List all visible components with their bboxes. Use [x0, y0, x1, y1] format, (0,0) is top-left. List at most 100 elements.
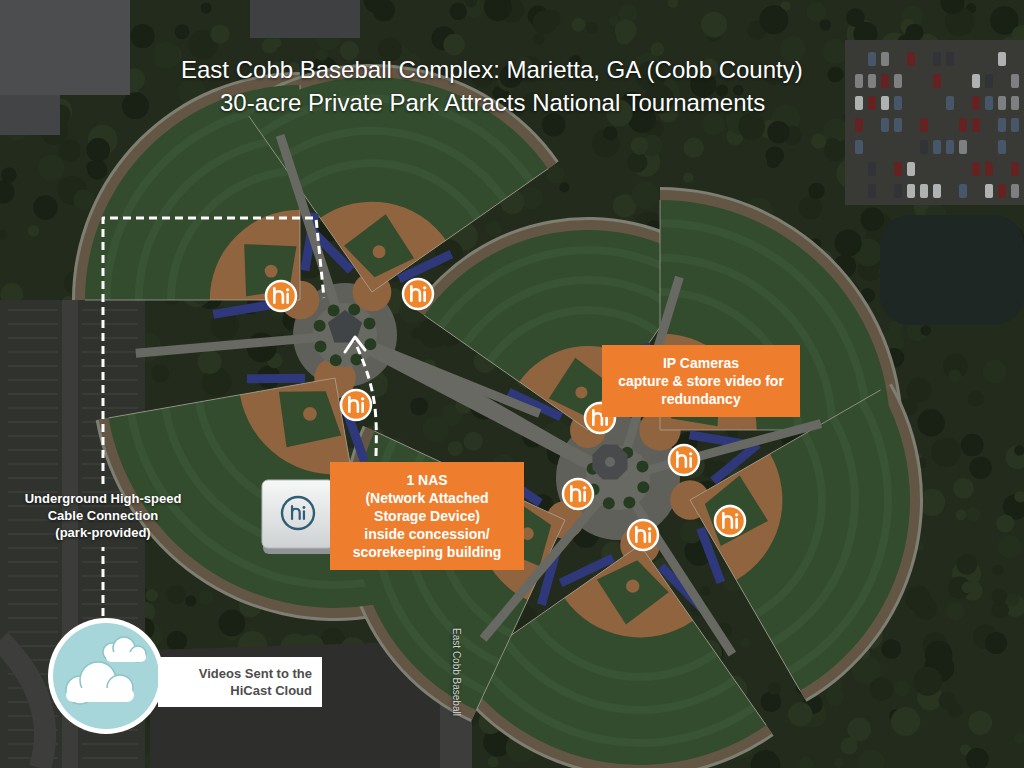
word: Tournaments — [626, 89, 765, 116]
word: (Cobb — [647, 56, 712, 83]
word: Underground — [25, 491, 107, 506]
word: (Network — [365, 490, 425, 506]
logo-h — [349, 397, 358, 411]
word: Attracts — [444, 89, 525, 116]
logo-i — [303, 511, 305, 519]
logo-i — [735, 519, 738, 528]
map-subtitle: 30-acre Private Park Attracts National T… — [220, 88, 765, 117]
word: NAS — [418, 472, 448, 488]
word: Device) — [430, 508, 480, 524]
word: Private — [308, 89, 383, 116]
logo-i — [605, 416, 608, 425]
word: GA — [607, 56, 640, 83]
word: redundancy — [661, 391, 740, 407]
word: Cameras — [680, 355, 739, 371]
logo-dot — [735, 513, 738, 516]
logo-dot — [648, 527, 651, 530]
word: High-speed — [111, 491, 182, 506]
logo-h — [593, 410, 602, 424]
callout-heading: 1 NAS — [338, 471, 516, 489]
logo-dot — [286, 288, 289, 291]
word: & — [673, 373, 683, 389]
logo-i — [689, 458, 692, 467]
word: Cable — [48, 508, 83, 523]
cable-line — [103, 218, 324, 484]
word: Attached — [429, 490, 489, 506]
word: Park — [389, 89, 438, 116]
word: capture — [618, 373, 669, 389]
logo-h — [274, 288, 283, 302]
hicast-logo — [282, 497, 314, 529]
word: East — [181, 56, 229, 83]
word: building — [447, 544, 501, 560]
logo-i — [286, 294, 289, 303]
word: County) — [719, 56, 803, 83]
word: Cobb — [236, 56, 293, 83]
word: Sent — [245, 666, 273, 681]
arrow-head — [345, 337, 365, 352]
word: Complex: — [398, 56, 499, 83]
ip-camera-marker — [563, 479, 593, 509]
word: East — [451, 628, 462, 648]
logo-i — [361, 403, 364, 412]
marker-disc — [715, 506, 745, 536]
ip-camera-marker — [266, 281, 296, 311]
callout-body: (Network Attached Storage Device) — [338, 489, 516, 525]
logo-dot — [689, 452, 692, 455]
word: concession/ — [409, 526, 490, 542]
word: video — [725, 373, 762, 389]
callout-box: IP Camerascapture & store video for redu… — [602, 345, 800, 417]
callout-body: inside concession/ scorekeeping building — [338, 525, 516, 561]
word: National — [532, 89, 620, 116]
word: to — [277, 666, 289, 681]
word: Baseball — [300, 56, 392, 83]
callout-heading: IP Cameras — [610, 354, 792, 372]
cloud-icon — [48, 618, 164, 734]
word: (park-provided) — [55, 525, 150, 540]
logo-h — [571, 486, 580, 500]
marker-disc — [563, 479, 593, 509]
word: store — [687, 373, 721, 389]
cable-line — [102, 547, 105, 616]
word: 30-acre — [220, 89, 301, 116]
marker-disc — [266, 281, 296, 311]
logo-i — [583, 492, 586, 501]
cloud-disc — [53, 623, 159, 729]
logo-dot — [361, 397, 364, 400]
marker-disc — [341, 390, 371, 420]
road-label: East Cobb Baseball — [450, 628, 462, 716]
nas-device-icon — [262, 480, 335, 554]
word: 1 — [406, 472, 414, 488]
logo-dot — [303, 506, 306, 509]
logo-i — [648, 533, 651, 542]
pointer-arrow — [355, 342, 376, 456]
word: for — [765, 373, 784, 389]
word: Storage — [374, 508, 426, 524]
logo-h — [636, 527, 645, 541]
cloud-ring — [48, 618, 164, 734]
caption-text: Videos Sent to the HiCast Cloud — [182, 665, 312, 699]
logo-dot — [423, 286, 426, 289]
word: HiCast — [230, 683, 271, 698]
cable-note: Underground High-speed Cable Connection … — [17, 490, 189, 541]
word: Baseball — [451, 678, 462, 716]
marker-disc — [628, 520, 658, 550]
word: Cobb — [451, 651, 462, 675]
callout-body: capture & store video for redundancy — [610, 372, 792, 408]
word: scorekeeping — [353, 544, 443, 560]
ip-camera-marker — [628, 520, 658, 550]
word: Connection — [87, 508, 159, 523]
ip-camera-marker — [715, 506, 745, 536]
logo-i — [423, 292, 426, 301]
word: Marietta, — [507, 56, 600, 83]
logo-ring — [282, 497, 314, 529]
word: Cloud — [275, 683, 312, 698]
cloud-caption-box: Videos Sent to the HiCast Cloud — [158, 657, 322, 707]
logo-dot — [583, 486, 586, 489]
cloud-base — [66, 688, 134, 702]
ip-camera-marker — [403, 279, 433, 309]
